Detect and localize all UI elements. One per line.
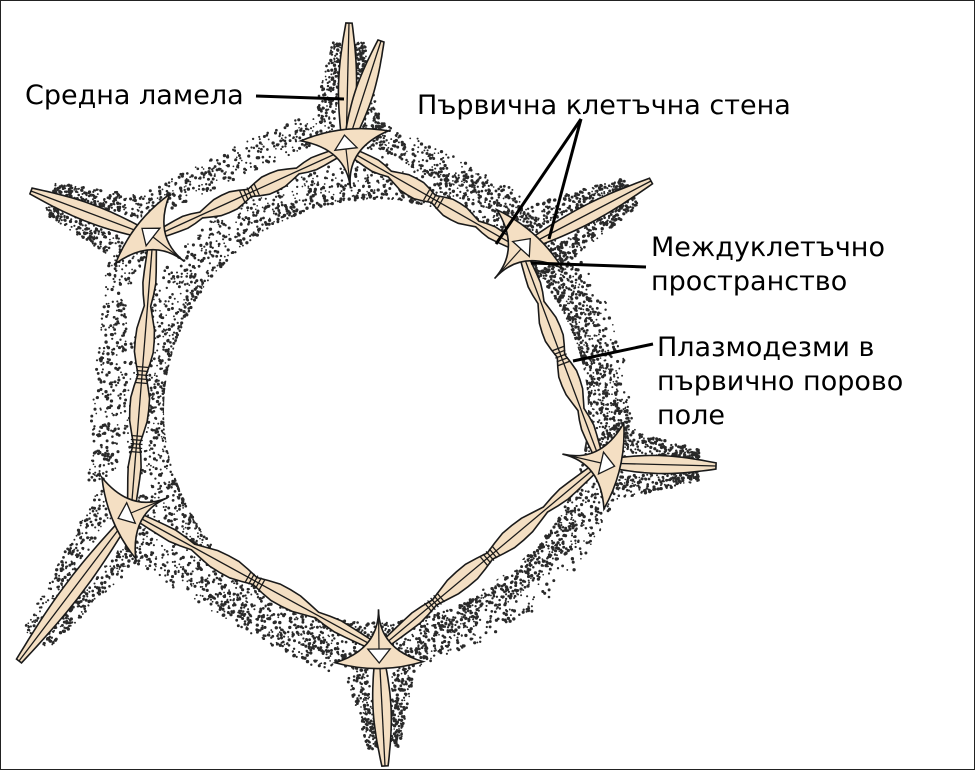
cell-wall-arm-lamella [19,513,131,661]
label-plasmodesmata-line2: първично порово [657,365,903,399]
label-intercellular-space: Междуклетъчно пространство [651,231,885,299]
label-plasmodesmata: Плазмодезми в първично порово поле [657,331,903,433]
label-plasmodesmata-line1: Плазмодезми в [657,331,903,365]
leader-line [256,96,344,99]
cell-wall-arm-lamella [521,181,651,249]
label-intercellular-space-line1: Междуклетъчно [651,231,885,265]
label-plasmodesmata-line3: поле [657,399,903,433]
label-primary-cell-wall: Първична клетъчна стена [417,89,791,123]
label-intercellular-space-line2: пространство [651,265,885,299]
label-middle-lamella: Средна ламела [25,79,244,113]
